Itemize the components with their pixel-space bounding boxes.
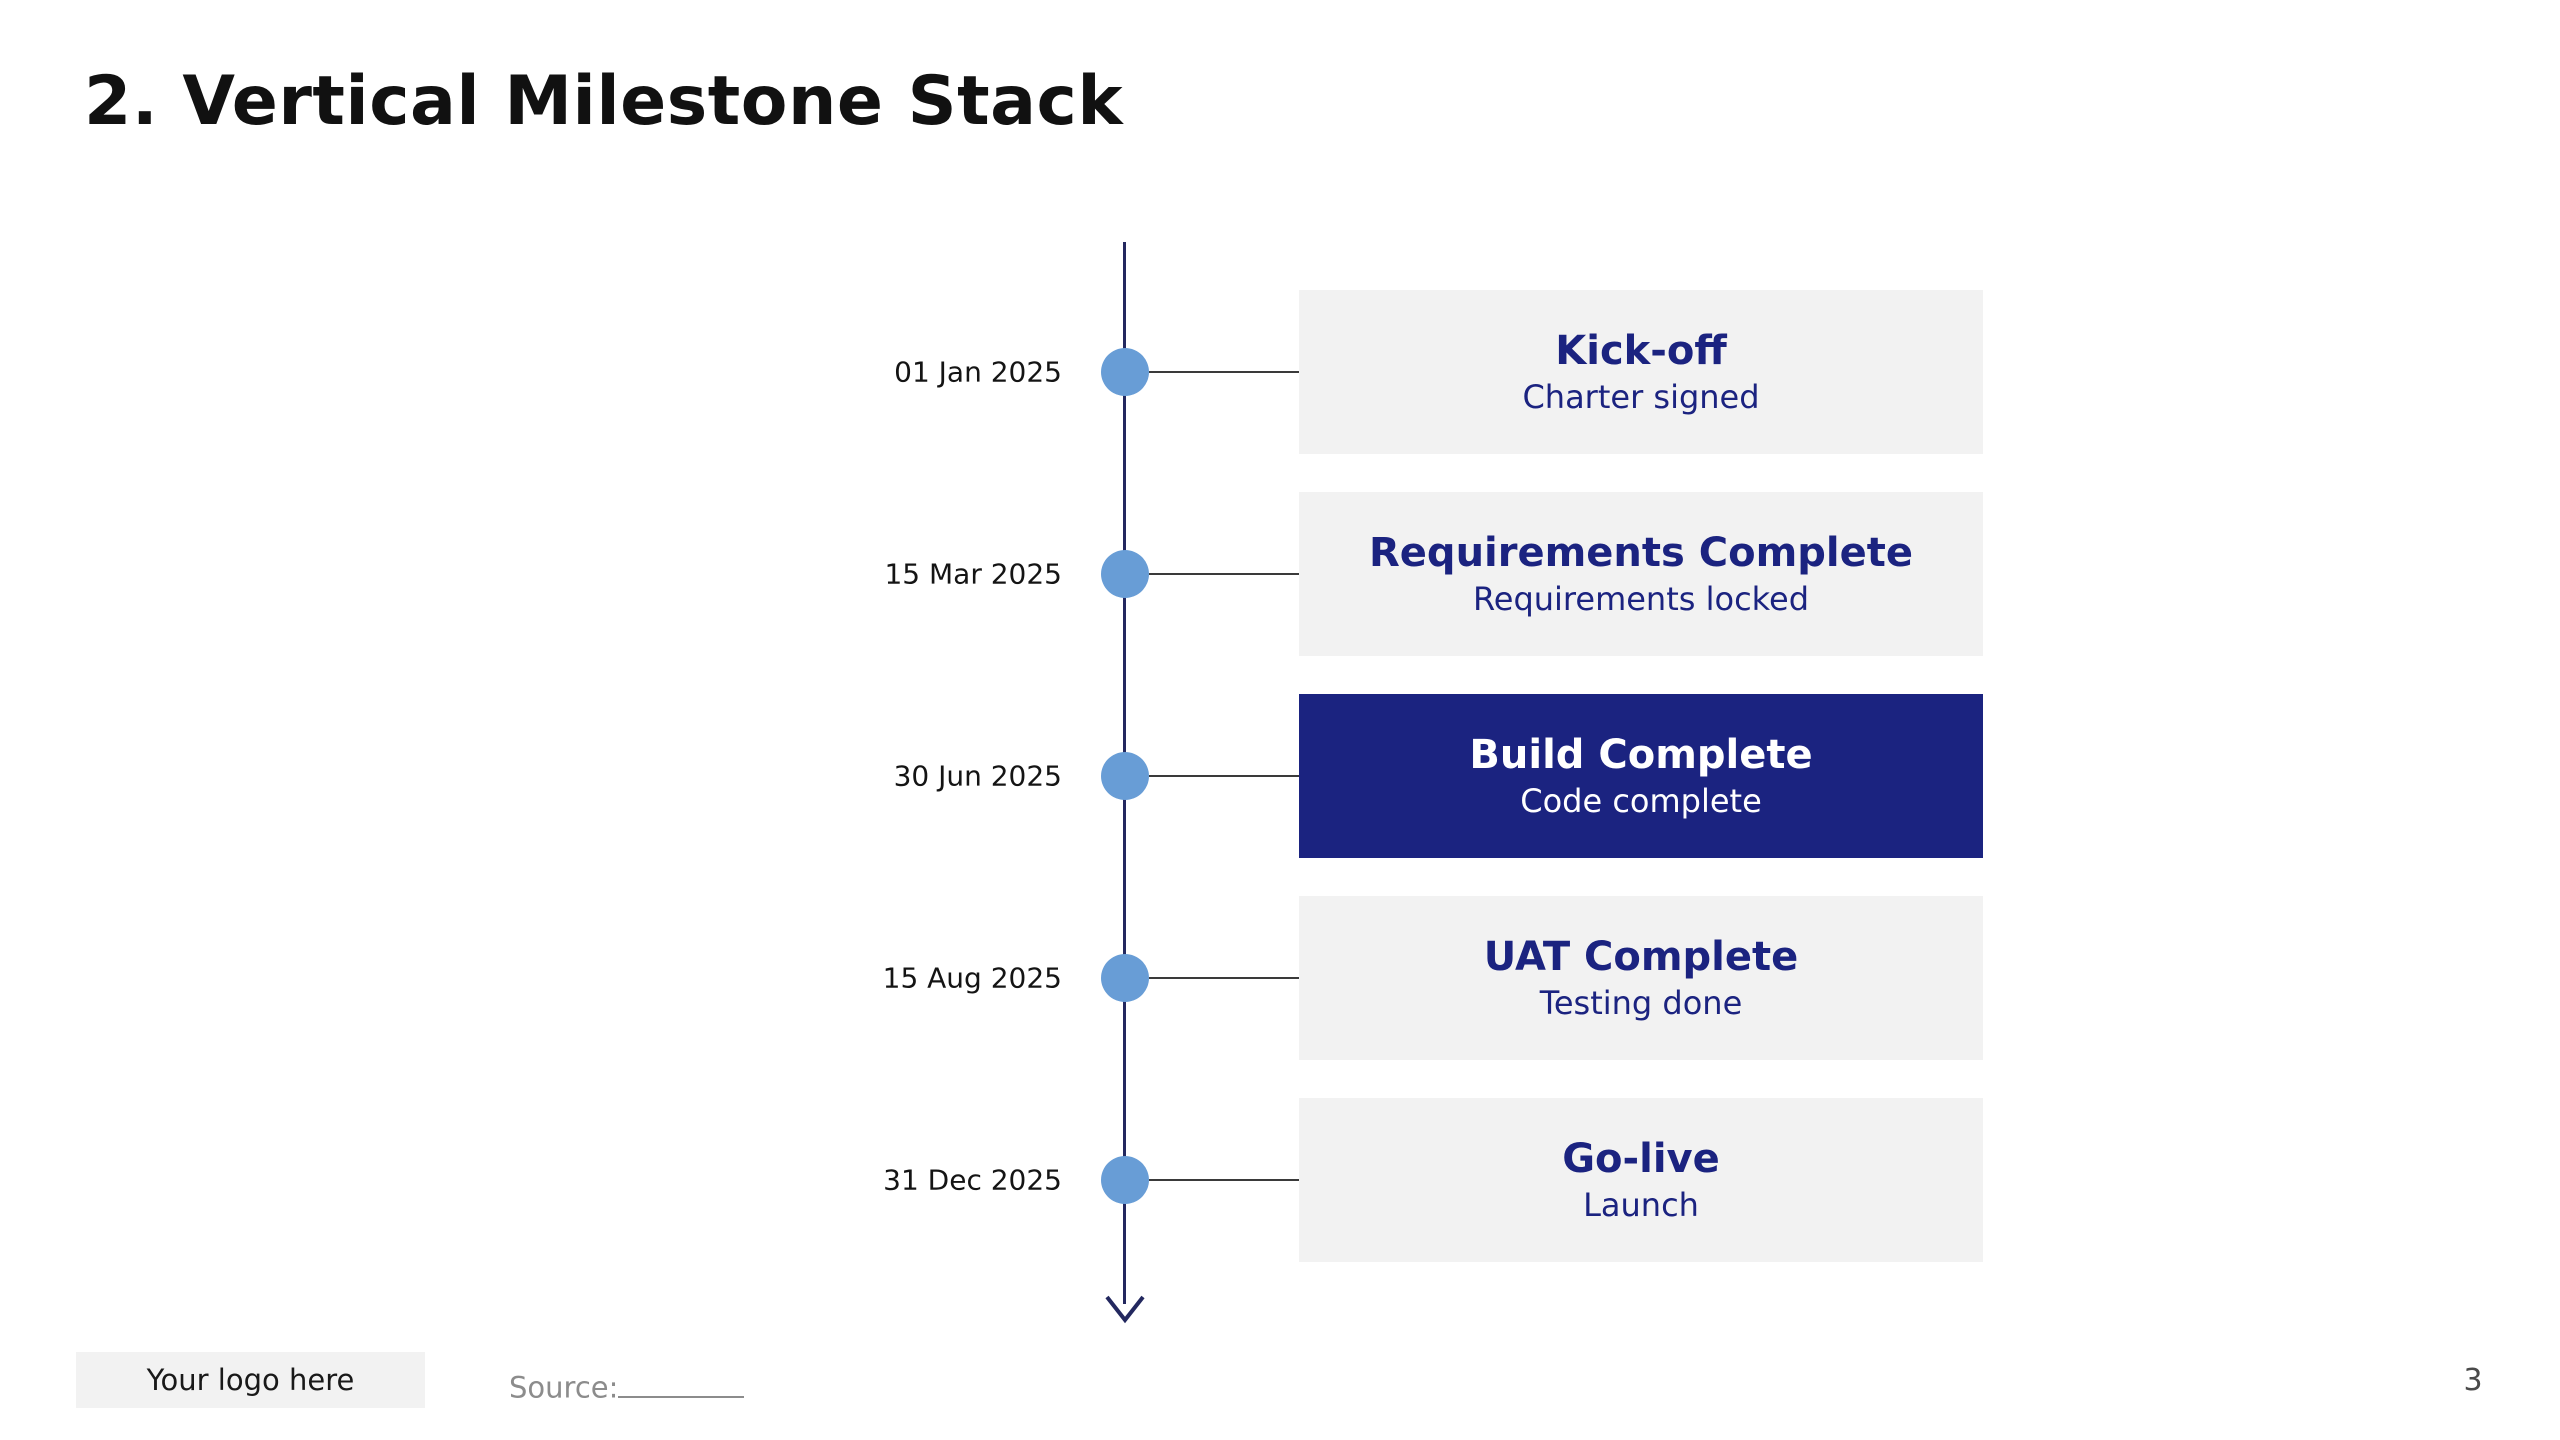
- logo-placeholder: Your logo here: [76, 1352, 425, 1408]
- milestone-date: 15 Aug 2025: [882, 961, 1062, 995]
- milestone-date: 01 Jan 2025: [894, 355, 1062, 389]
- arrow-down-icon: [1105, 1295, 1145, 1324]
- milestone-date: 31 Dec 2025: [883, 1163, 1062, 1197]
- logo-placeholder-label: Your logo here: [146, 1363, 355, 1397]
- milestone-subtitle: Code complete: [1520, 781, 1762, 820]
- page-number: 3: [2463, 1363, 2483, 1398]
- source-label: Source:: [509, 1370, 619, 1405]
- milestone-marker-icon: [1101, 1156, 1149, 1204]
- page-title: 2. Vertical Milestone Stack: [84, 62, 1124, 141]
- milestone-subtitle: Requirements locked: [1472, 579, 1810, 618]
- milestone-date: 15 Mar 2025: [884, 557, 1062, 591]
- milestone-card: UAT Complete Testing done: [1299, 896, 1983, 1060]
- milestone-title: Kick-off: [1555, 327, 1727, 374]
- milestone-card: Go-live Launch: [1299, 1098, 1983, 1262]
- milestone-title: Build Complete: [1469, 731, 1813, 778]
- milestone-card-highlighted: Build Complete Code complete: [1299, 694, 1983, 858]
- milestone-card: Kick-off Charter signed: [1299, 290, 1983, 454]
- milestone-marker-icon: [1101, 348, 1149, 396]
- milestone-connector: [1149, 977, 1299, 979]
- milestone-subtitle: Launch: [1583, 1185, 1699, 1224]
- milestone-connector: [1149, 371, 1299, 373]
- milestone-connector: [1149, 573, 1299, 575]
- milestone-subtitle: Charter signed: [1522, 377, 1760, 416]
- milestone-title: Requirements Complete: [1369, 529, 1913, 576]
- milestone-title: Go-live: [1562, 1135, 1720, 1182]
- milestone-marker-icon: [1101, 550, 1149, 598]
- milestone-connector: [1149, 1179, 1299, 1181]
- source-note: Source:: [509, 1369, 745, 1405]
- milestone-date: 30 Jun 2025: [893, 759, 1062, 793]
- milestone-title: UAT Complete: [1483, 933, 1799, 980]
- milestone-marker-icon: [1101, 752, 1149, 800]
- milestone-card: Requirements Complete Requirements locke…: [1299, 492, 1983, 656]
- source-blank-line: [618, 1369, 745, 1398]
- milestone-connector: [1149, 775, 1299, 777]
- milestone-subtitle: Testing done: [1539, 983, 1743, 1022]
- milestone-marker-icon: [1101, 954, 1149, 1002]
